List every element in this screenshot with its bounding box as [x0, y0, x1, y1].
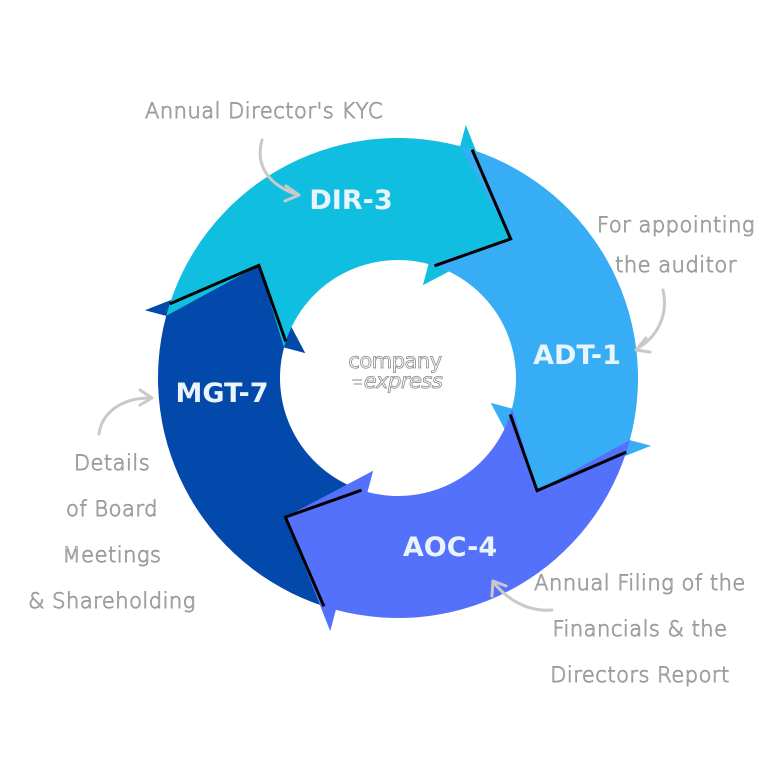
curved-arrow-icon	[492, 581, 554, 612]
note-mgt7-line: Details	[74, 451, 150, 475]
segment-aoc4	[285, 408, 630, 632]
note-mgt7: Details of Board Meetings & Shareholding	[28, 388, 196, 613]
stage-label-aoc4: AOC-4	[403, 532, 497, 563]
note-dir3: Annual Director's KYC	[145, 99, 383, 203]
company-express-logo: company express	[348, 349, 444, 394]
segment-mgt7	[144, 265, 368, 610]
curved-arrow-icon	[97, 396, 152, 436]
arrowhead-outline-adt1	[508, 413, 627, 493]
note-aoc4-line: Directors Report	[550, 663, 730, 687]
note-adt1: For appointing the auditor	[597, 213, 755, 354]
arrowhead-outline-aoc4	[283, 488, 363, 607]
stage-label-mgt7: MGT-7	[176, 378, 269, 409]
note-adt1-line: the auditor	[615, 253, 737, 277]
curved-arrow-icon	[636, 288, 666, 350]
segment-dir3	[166, 124, 511, 348]
curved-arrow-icon	[258, 138, 300, 197]
note-aoc4: Annual Filing of the Financials & the Di…	[490, 571, 746, 687]
note-adt1-line: For appointing	[597, 213, 755, 237]
arrowhead-icon	[283, 184, 301, 203]
note-mgt7-line: Meetings	[63, 543, 162, 567]
arrowhead-icon	[490, 579, 508, 598]
cycle-ring	[144, 124, 652, 632]
note-aoc4-line: Annual Filing of the	[534, 571, 746, 595]
stage-label-adt1: ADT-1	[533, 340, 621, 371]
note-mgt7-line: & Shareholding	[28, 589, 196, 613]
logo-line-company: company	[348, 349, 441, 373]
note-dir3-line: Annual Director's KYC	[145, 99, 383, 123]
arrowhead-icon	[138, 388, 154, 407]
note-aoc4-line: Financials & the	[552, 617, 727, 641]
segment-adt1	[428, 146, 652, 491]
arrowhead-icon	[634, 336, 652, 354]
arrowhead-outline-dir3	[433, 149, 513, 268]
logo-line-express: express	[364, 369, 443, 393]
arrowhead-outline-mgt7	[169, 263, 288, 343]
note-mgt7-line: of Board	[66, 497, 158, 521]
arrowhead-outlines	[169, 149, 627, 607]
stage-label-dir3: DIR-3	[309, 185, 392, 216]
